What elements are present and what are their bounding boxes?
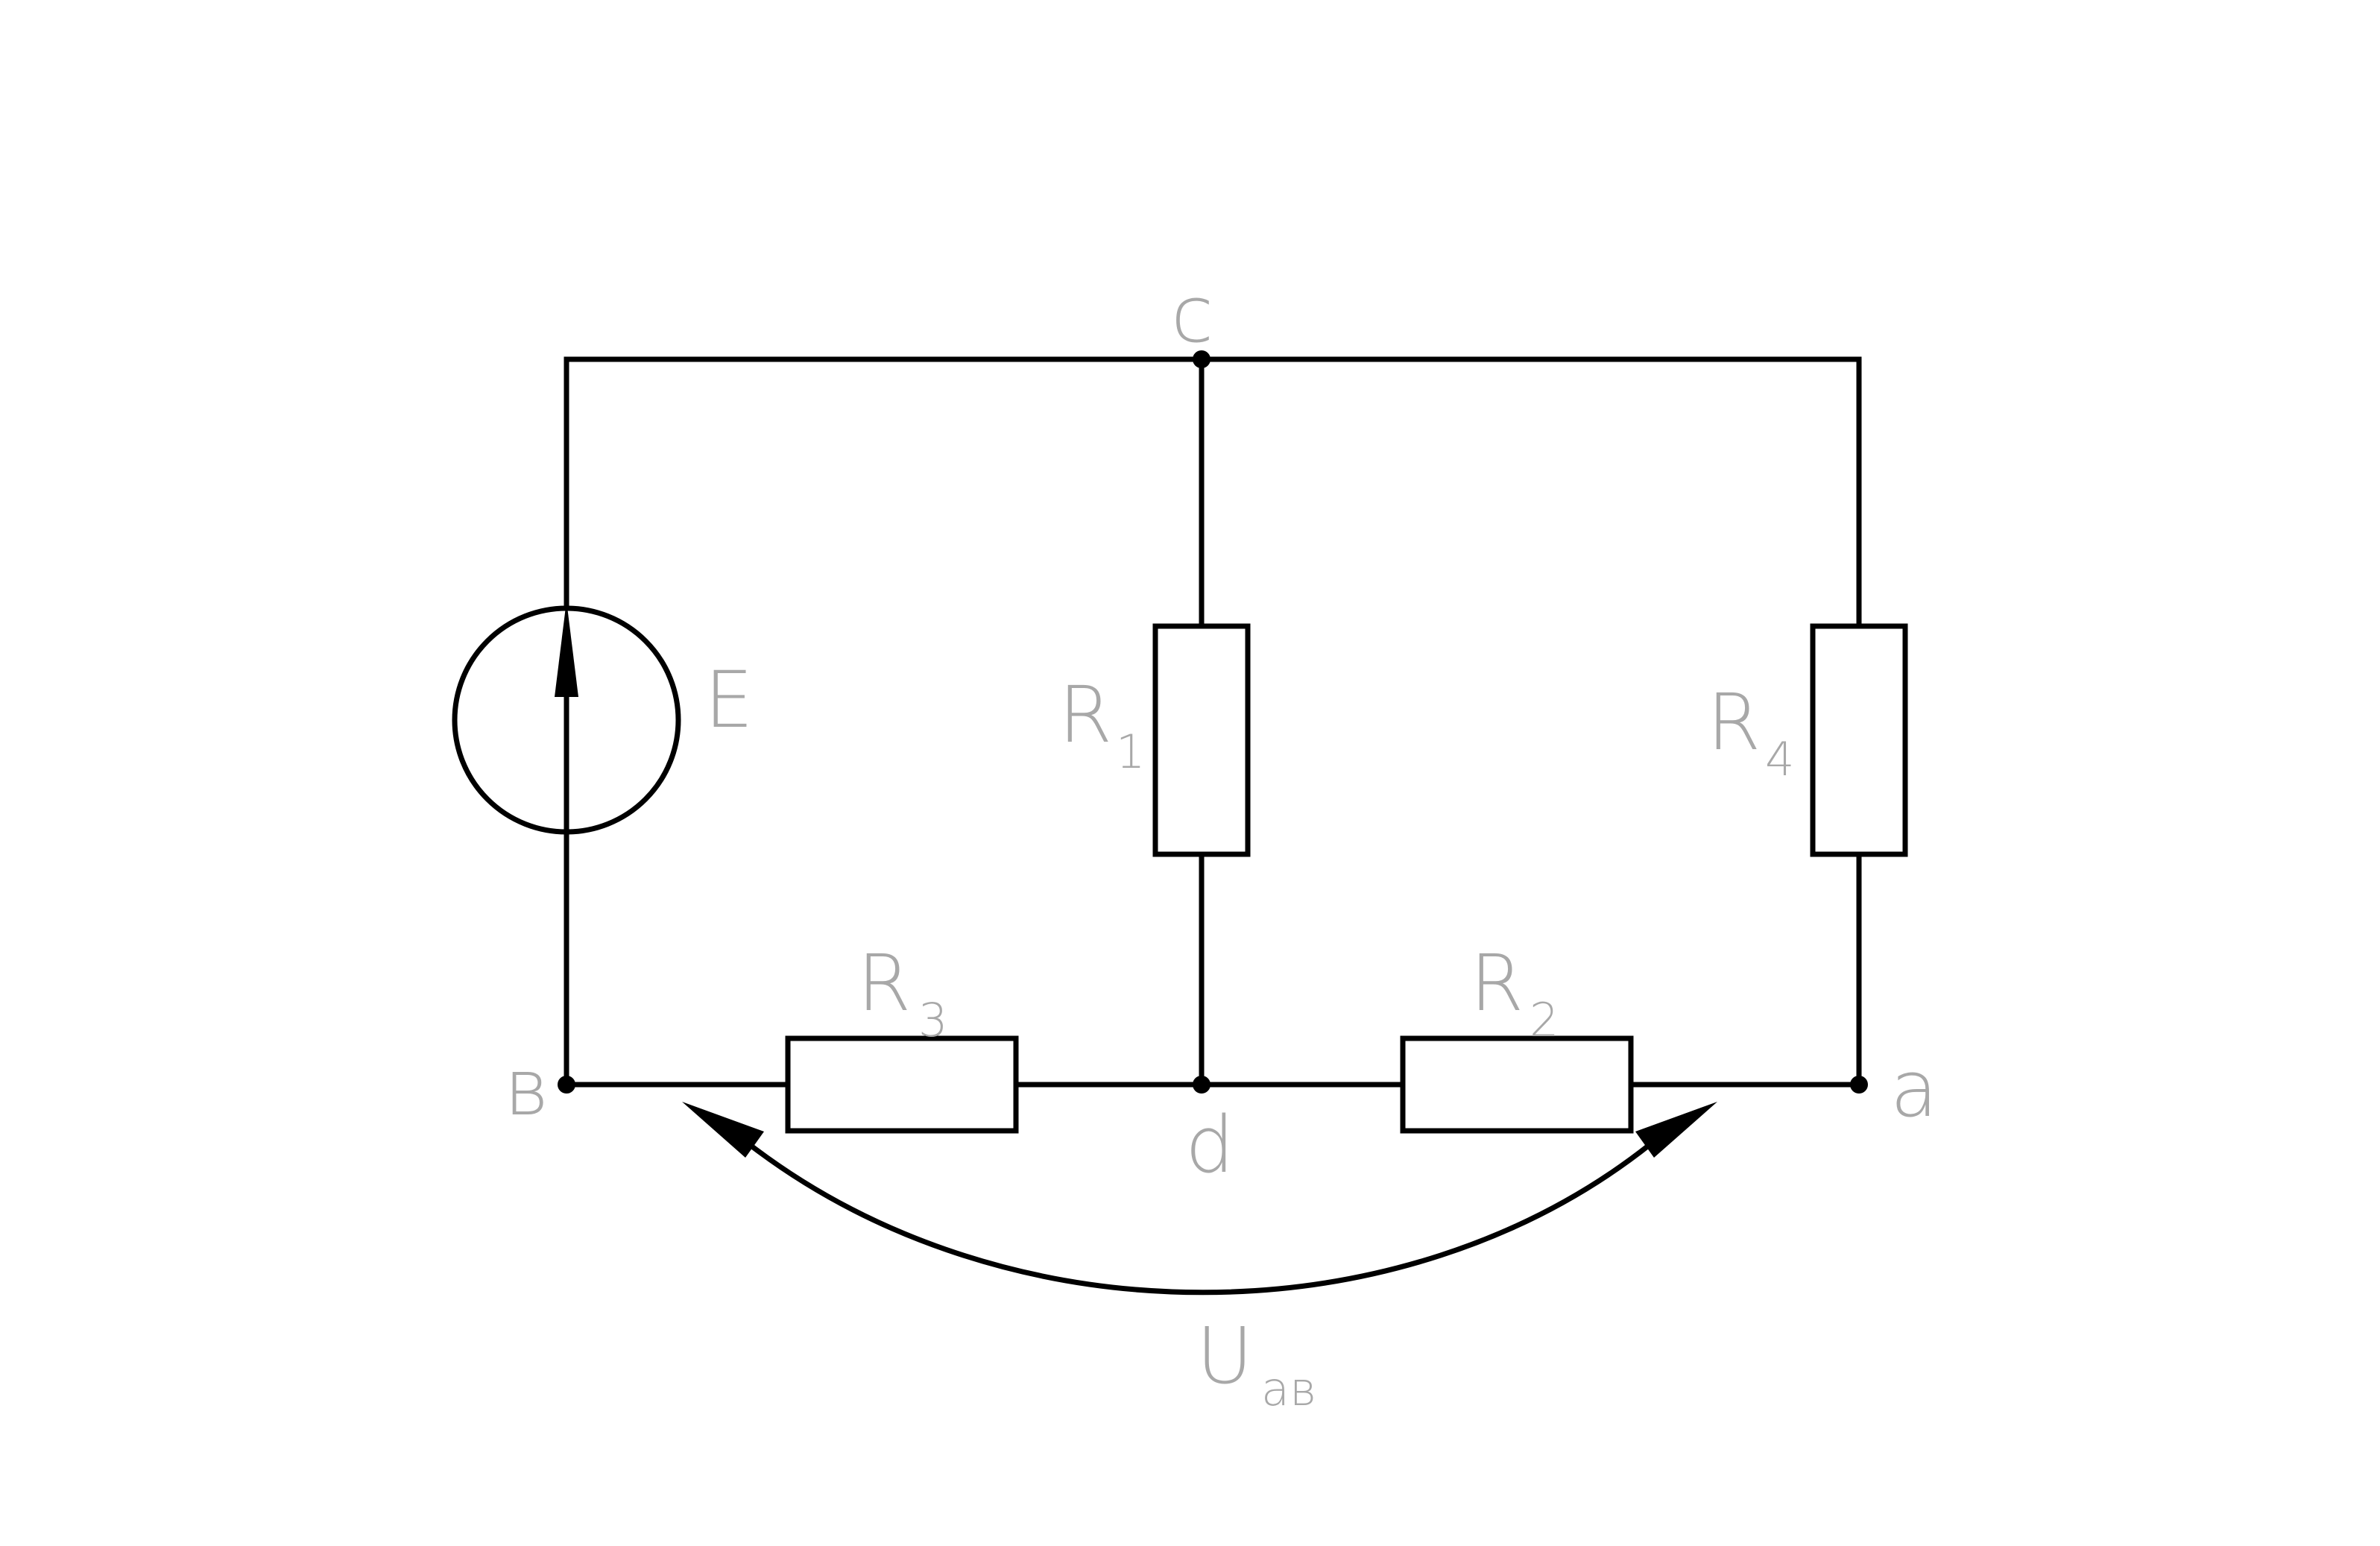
resistor-r1 [1152,623,1251,857]
voltage-arc-arrow [747,1142,1653,1296]
label-node-b: в [504,1042,549,1133]
resistor-r2 [1400,1035,1634,1134]
resistor-r4 [1810,623,1908,857]
label-r1: R [1058,669,1112,760]
junction-node-d [1193,1076,1210,1094]
label-node-c: c [1171,269,1213,360]
voltage-arrowhead-left-icon [682,1102,764,1158]
label-r2-index: 2 [1530,993,1559,1047]
label-voltage-subscript: ав [1261,1362,1316,1416]
label-node-a: a [1890,1044,1938,1135]
label-r3: R [857,938,911,1029]
label-node-d: d [1185,1099,1234,1190]
label-r2: R [1470,938,1524,1029]
resistor-r3 [785,1035,1019,1134]
junction-node-c [1193,350,1210,368]
label-r3-index: 3 [918,993,947,1047]
junction-node-a [1850,1076,1868,1094]
label-r4-index: 4 [1765,732,1794,786]
label-r4: R [1707,677,1761,768]
label-r1-index: 1 [1116,725,1145,779]
label-source-e: E [704,654,754,745]
source-arrow-icon [555,601,578,697]
label-voltage-u: U [1196,1310,1253,1401]
voltage-arrowhead-right-icon [1635,1102,1717,1158]
junction-node-b [558,1076,575,1094]
voltage-source-e [452,601,681,835]
